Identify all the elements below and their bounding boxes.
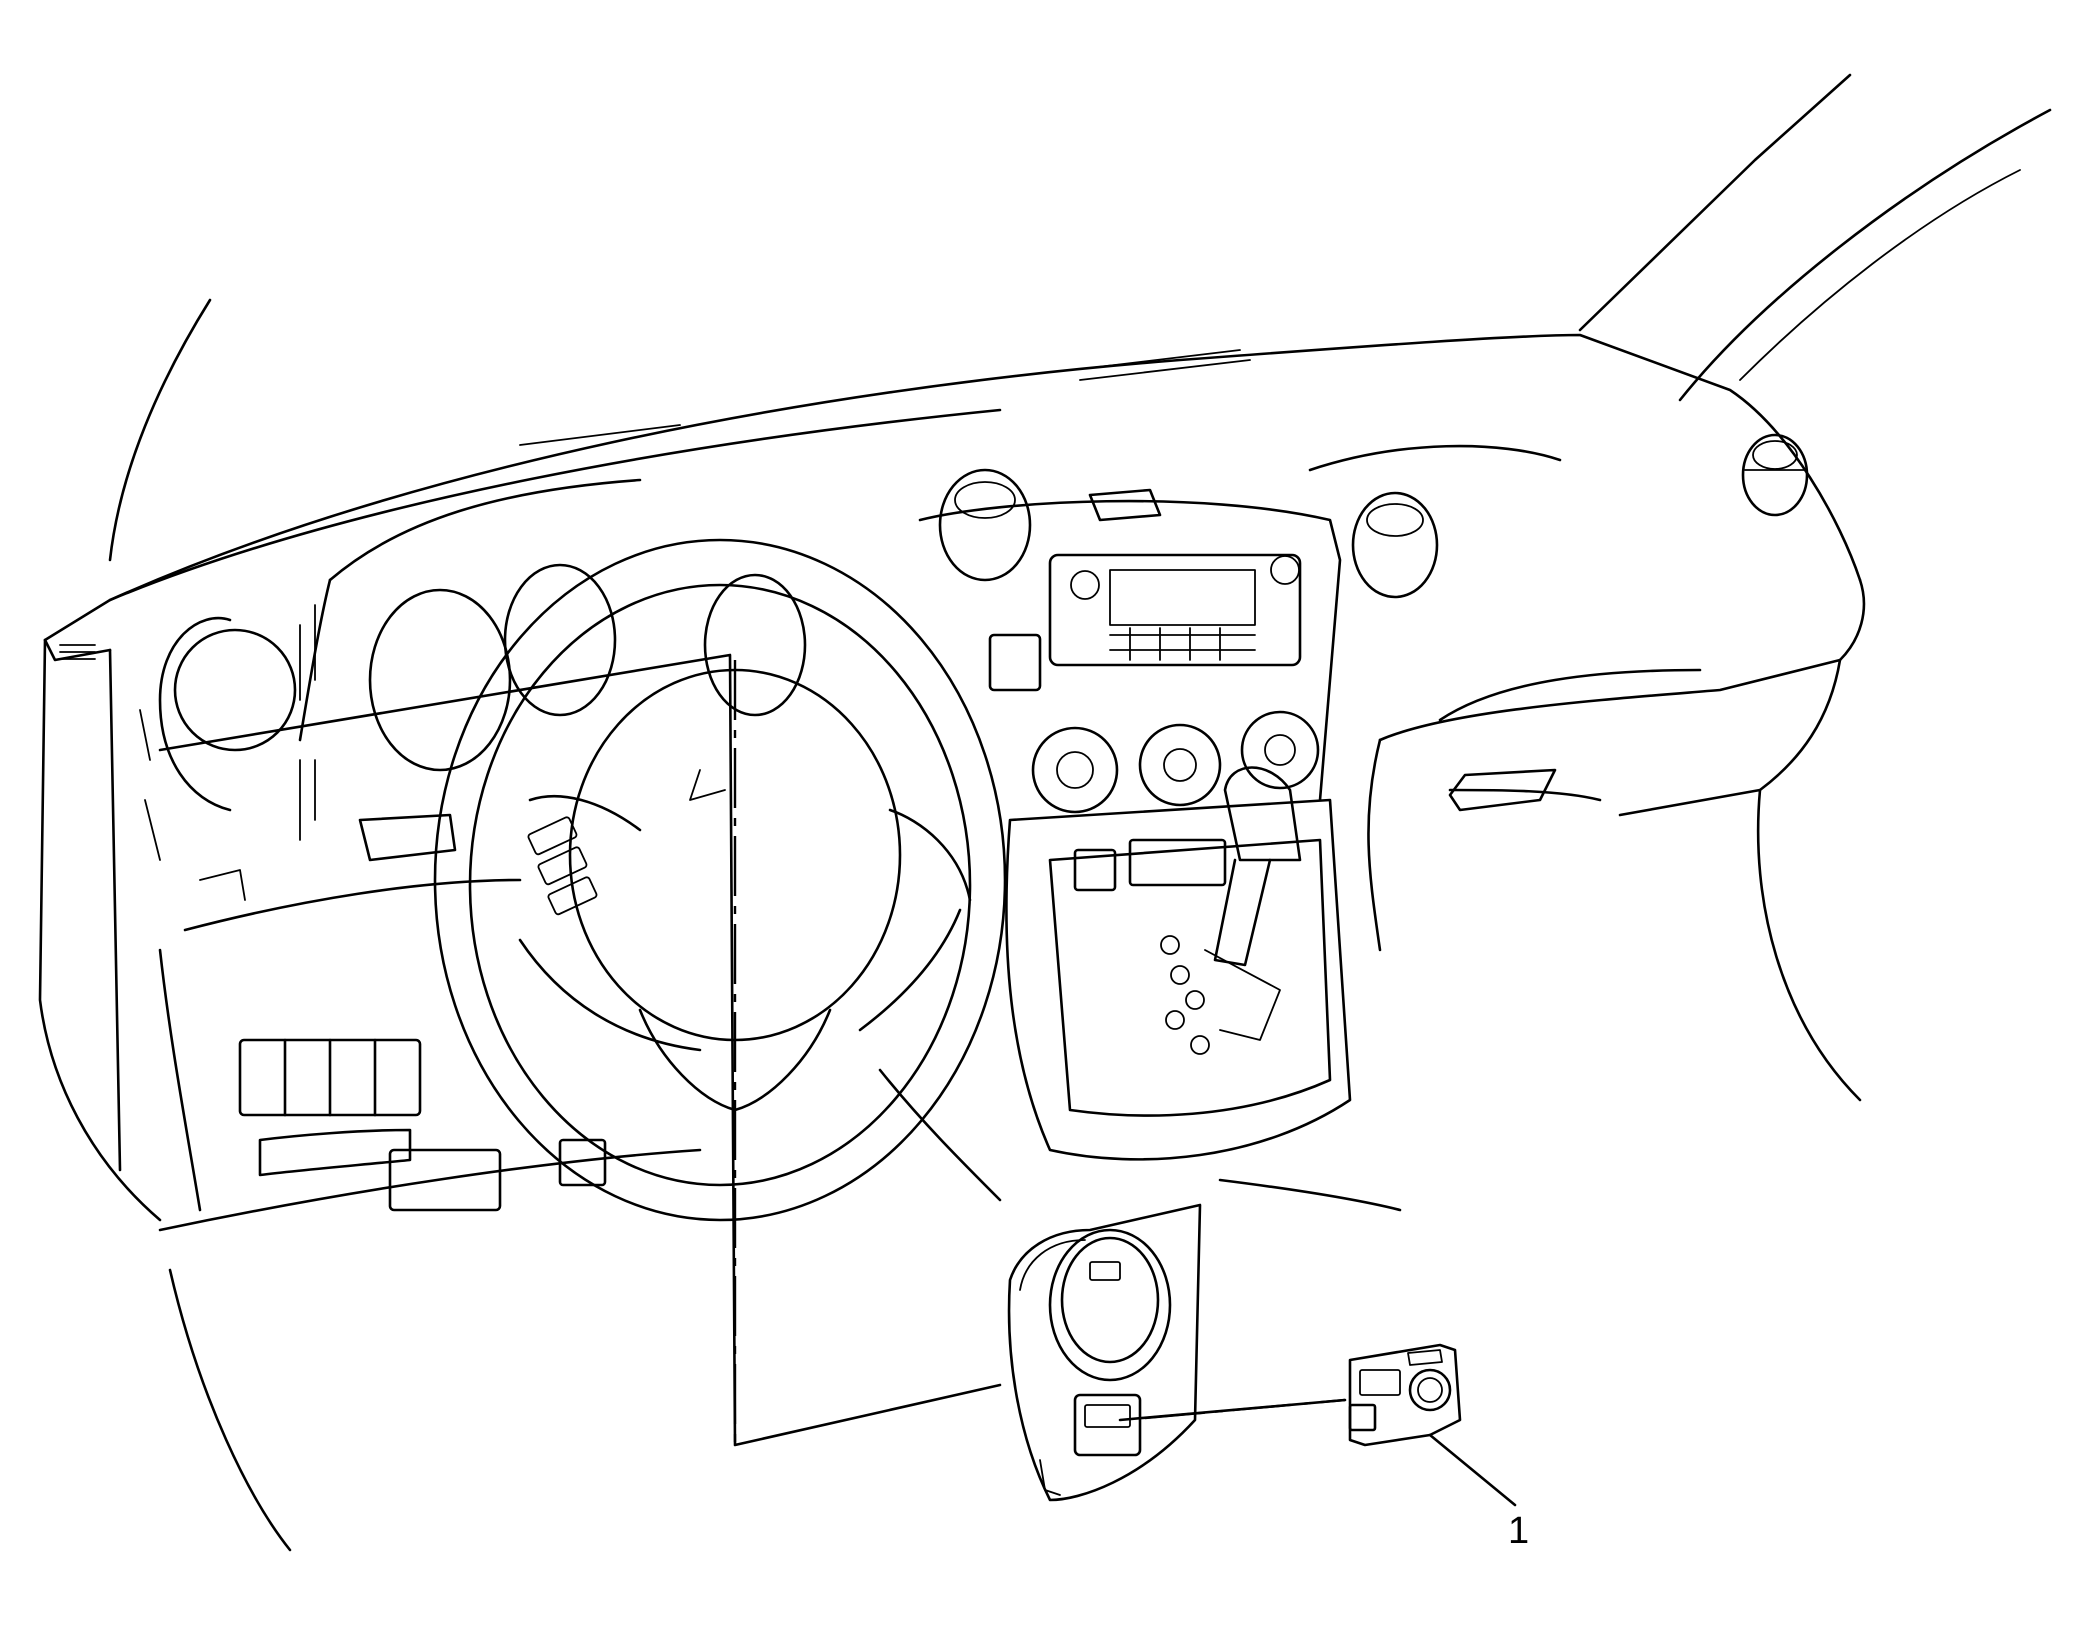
switch-component — [1348, 1343, 1462, 1447]
climate-controls — [1031, 710, 1320, 892]
callout-leader-1 — [1428, 1433, 1517, 1507]
callout-number-1: 1 — [1508, 1510, 1530, 1552]
center-vents — [938, 468, 1439, 599]
exploded-view-lines — [158, 653, 1347, 1447]
passenger-dash — [1308, 444, 1866, 1102]
gear-shifter — [1005, 766, 1352, 1161]
dashboard-top — [43, 333, 1862, 662]
radio-unit — [918, 499, 1342, 802]
windshield-frame — [108, 73, 2052, 562]
passenger-vent — [1741, 433, 1809, 517]
instrument-cluster — [139, 478, 807, 901]
lower-dash — [38, 638, 1402, 1552]
trim-bezel — [1007, 1203, 1202, 1502]
